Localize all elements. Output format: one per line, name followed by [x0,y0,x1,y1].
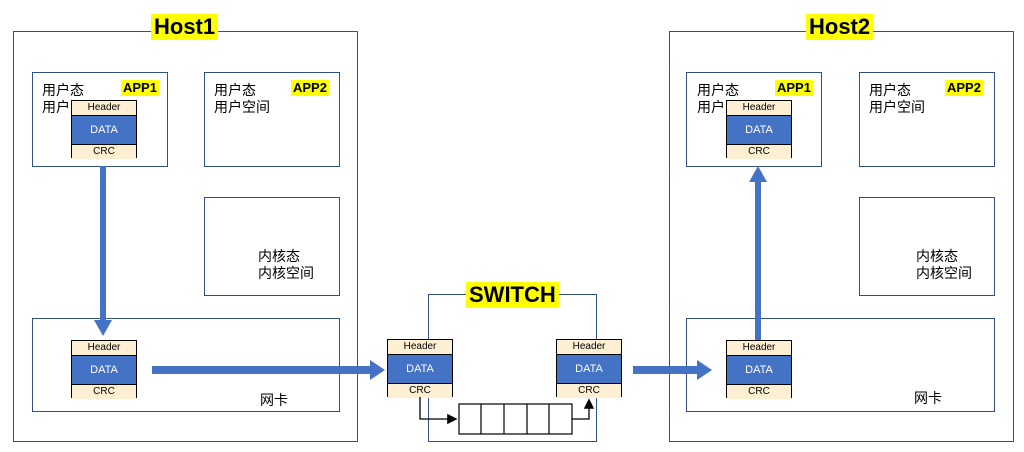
packet-data: DATA [557,355,621,383]
host2-nic-packet: Header DATA CRC [726,340,792,399]
packet-header: Header [727,101,791,116]
host2-app1-packet: Header DATA CRC [726,100,792,159]
host2-kernel-line2: 内核空间 [916,266,972,282]
host1-nic-packet: Header DATA CRC [71,340,137,399]
switch-ingress-packet: Header DATA CRC [387,339,453,398]
host1-nic-label: 网卡 [260,393,288,409]
packet-crc: CRC [72,144,136,159]
arrow-host1-down [94,166,112,336]
host2-kernel-line1: 内核态 [916,249,958,265]
host1-app1-label: APP1 [121,80,159,96]
packet-header: Header [727,341,791,356]
packet-header: Header [72,101,136,116]
host1-kernel-line1: 内核态 [258,249,300,265]
host1-app1-line1: 用户态 [42,83,84,99]
switch-egress-packet: Header DATA CRC [556,339,622,398]
host2-app2-label: APP2 [945,80,983,96]
host1-app1-packet: Header DATA CRC [71,100,137,159]
host1-app2-line2: 用户空间 [214,100,270,116]
packet-data: DATA [727,356,791,384]
arrow-switch-to-host2 [633,360,712,380]
switch-queue [458,403,573,435]
packet-data: DATA [72,116,136,144]
host2-nic-label: 网卡 [914,391,942,407]
packet-crc: CRC [388,383,452,398]
packet-crc: CRC [727,144,791,159]
host2-title: Host2 [806,14,874,40]
host2-nic-box [686,318,995,412]
arrow-host2-up [749,166,767,340]
packet-crc: CRC [727,384,791,399]
arrow-host1-to-switch [152,360,385,380]
host1-kernel-box [204,197,340,296]
host1-nic-box [32,318,340,412]
host2-app1-line1: 用户态 [697,83,739,99]
host2-app2-line2: 用户空间 [869,100,925,116]
packet-crc: CRC [557,383,621,398]
packet-header: Header [72,341,136,356]
packet-data: DATA [727,116,791,144]
host2-app2-box [859,72,995,167]
host2-app1-box [686,72,822,167]
host1-app2-line1: 用户态 [214,83,256,99]
host2-app2-line1: 用户态 [869,83,911,99]
host1-title: Host1 [151,14,219,40]
switch-title: SWITCH [466,282,559,308]
packet-crc: CRC [72,384,136,399]
host1-kernel-line2: 内核空间 [258,266,314,282]
packet-header: Header [557,340,621,355]
packet-data: DATA [388,355,452,383]
host1-app2-box [204,72,340,167]
host2-app1-label: APP1 [775,80,813,96]
packet-data: DATA [72,356,136,384]
queue-in-arrow [419,397,458,425]
host2-kernel-box [859,197,995,296]
packet-header: Header [388,340,452,355]
host1-app2-label: APP2 [291,80,329,96]
queue-out-arrow [572,398,595,420]
